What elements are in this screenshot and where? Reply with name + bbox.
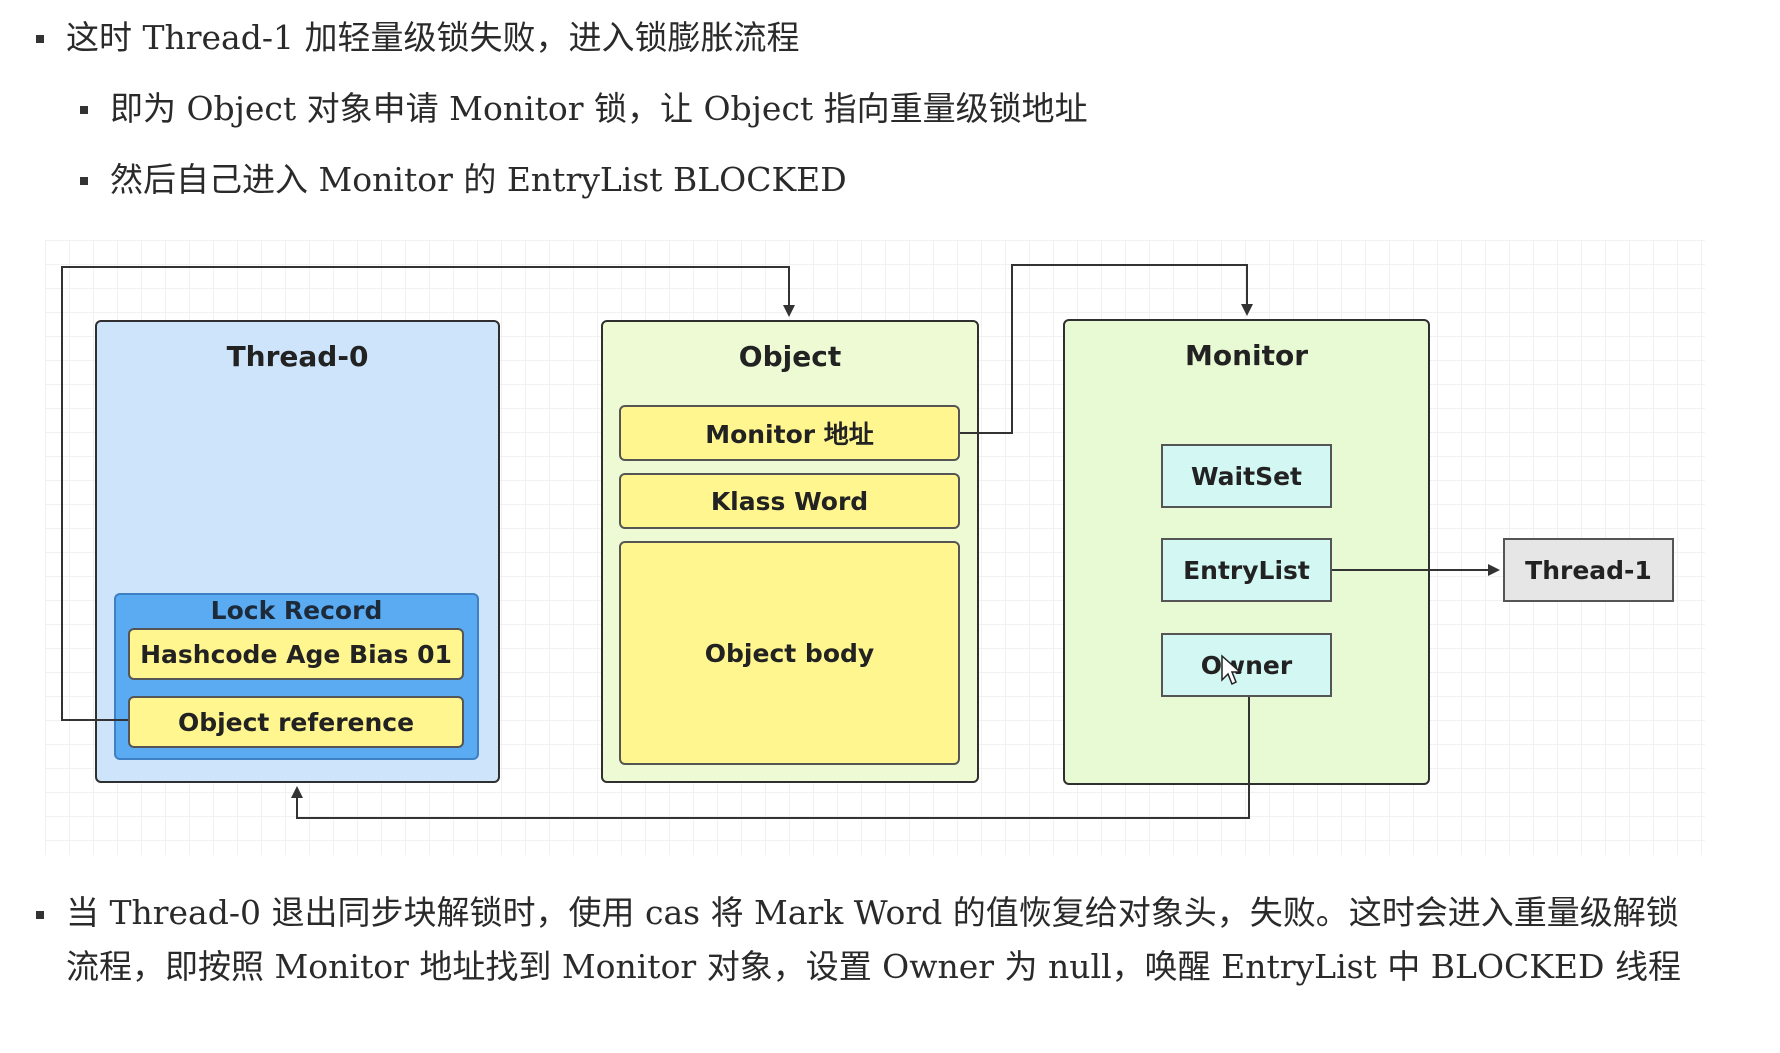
owner-box: Owner [1161, 633, 1332, 697]
owner-arrow [291, 697, 1250, 819]
bottom-paragraph: 当 Thread-0 退出同步块解锁时，使用 cas 将 Mark Word 的… [66, 886, 1681, 994]
monitor-title: Monitor [1184, 339, 1309, 372]
bullet-marker [36, 911, 44, 919]
hashcode-field: Hashcode Age Bias 01 [128, 628, 464, 680]
object-reference-arrow [61, 266, 795, 721]
bullet-marker [80, 106, 88, 114]
bottom-paragraph-line-2: 流程，即按照 Monitor 地址找到 Monitor 对象，设置 Owner … [66, 947, 1681, 986]
monitor-address-field: Monitor 地址 [619, 405, 960, 461]
lock-record-title: Lock Record [210, 596, 383, 625]
bullet-1: 这时 Thread-1 加轻量级锁失败，进入锁膨胀流程 [66, 18, 800, 57]
bullet-3: 然后自己进入 Monitor 的 EntryList BLOCKED [110, 160, 847, 199]
object-reference-field: Object reference [128, 696, 464, 748]
thread1-box: Thread-1 [1503, 538, 1674, 602]
thread0-title: Thread-0 [226, 340, 369, 373]
bottom-paragraph-line-1: 当 Thread-0 退出同步块解锁时，使用 cas 将 Mark Word 的… [66, 893, 1679, 932]
cursor-icon [1221, 654, 1242, 686]
waitset-box: WaitSet [1161, 444, 1332, 508]
bullet-2: 即为 Object 对象申请 Monitor 锁，让 Object 指向重量级锁… [110, 89, 1088, 128]
entrylist-box: EntryList [1161, 538, 1332, 602]
bullet-marker [80, 177, 88, 185]
object-title: Object [738, 340, 842, 373]
bullet-marker [36, 35, 44, 43]
klass-word-field: Klass Word [619, 473, 960, 529]
monitor-address-arrow [960, 264, 1253, 434]
object-body-field: Object body [619, 541, 960, 765]
